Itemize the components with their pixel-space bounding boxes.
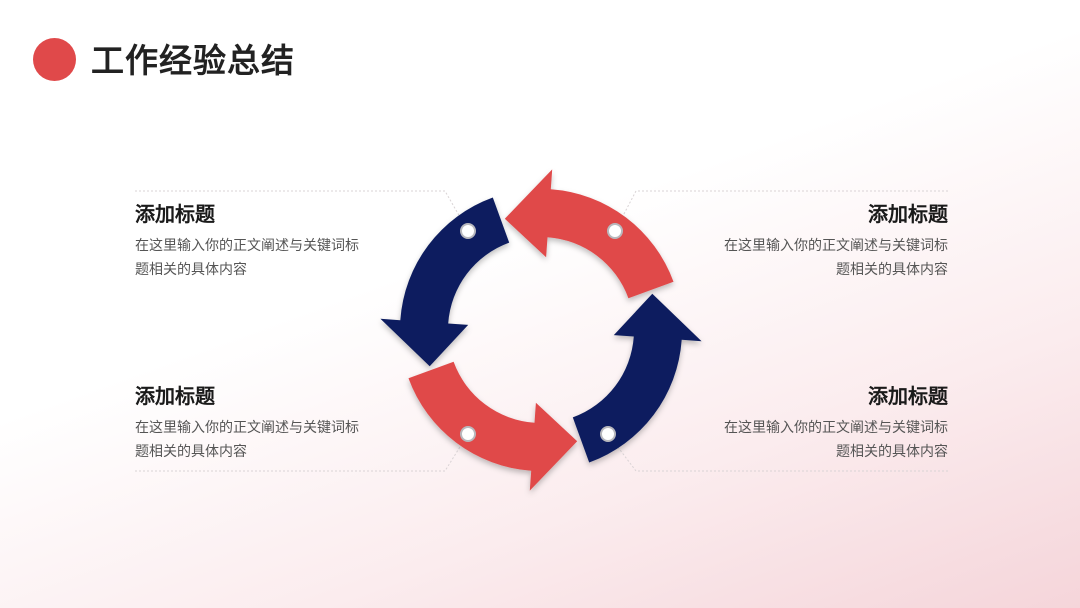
text-block-top-right: 添加标题 在这里输入你的正文阐述与关键词标 题相关的具体内容 [688,200,948,282]
text-block-bottom-right: 添加标题 在这里输入你的正文阐述与关键词标 题相关的具体内容 [688,382,948,464]
block-body: 在这里输入你的正文阐述与关键词标 题相关的具体内容 [688,416,948,464]
block-title: 添加标题 [135,202,215,226]
block-body: 在这里输入你的正文阐述与关键词标 题相关的具体内容 [135,416,395,464]
connector-marker-top-right [607,223,623,239]
cycle-arrow-top [504,169,674,299]
connector-line-bottom-left [135,433,469,472]
cycle-arrow-right [572,293,702,463]
block-body-line: 题相关的具体内容 [836,262,948,278]
connector-marker-bottom-left [460,426,476,442]
block-body-line: 题相关的具体内容 [836,444,948,460]
page-title: 工作经验总结 [91,41,295,80]
title-dot-icon [33,38,76,81]
block-body-line: 在这里输入你的正文阐述与关键词标 [135,420,359,436]
block-title: 添加标题 [135,384,215,408]
block-body-line: 题相关的具体内容 [135,262,247,278]
block-title: 添加标题 [868,202,948,226]
block-body-line: 题相关的具体内容 [135,444,247,460]
block-body-line: 在这里输入你的正文阐述与关键词标 [724,420,948,436]
block-body: 在这里输入你的正文阐述与关键词标 题相关的具体内容 [135,234,395,282]
cycle-arrow-bottom [408,361,578,491]
text-block-bottom-left: 添加标题 在这里输入你的正文阐述与关键词标 题相关的具体内容 [135,382,395,464]
connector-line-top-right [614,190,948,232]
connector-marker-bottom-right [600,426,616,442]
connector-line-bottom-right [607,433,948,472]
connector-marker-top-left [460,223,476,239]
block-body: 在这里输入你的正文阐述与关键词标 题相关的具体内容 [688,234,948,282]
text-block-top-left: 添加标题 在这里输入你的正文阐述与关键词标 题相关的具体内容 [135,200,395,282]
block-body-line: 在这里输入你的正文阐述与关键词标 [135,238,359,254]
block-body-line: 在这里输入你的正文阐述与关键词标 [724,238,948,254]
cycle-arrow-left [380,197,510,367]
block-title: 添加标题 [868,384,948,408]
